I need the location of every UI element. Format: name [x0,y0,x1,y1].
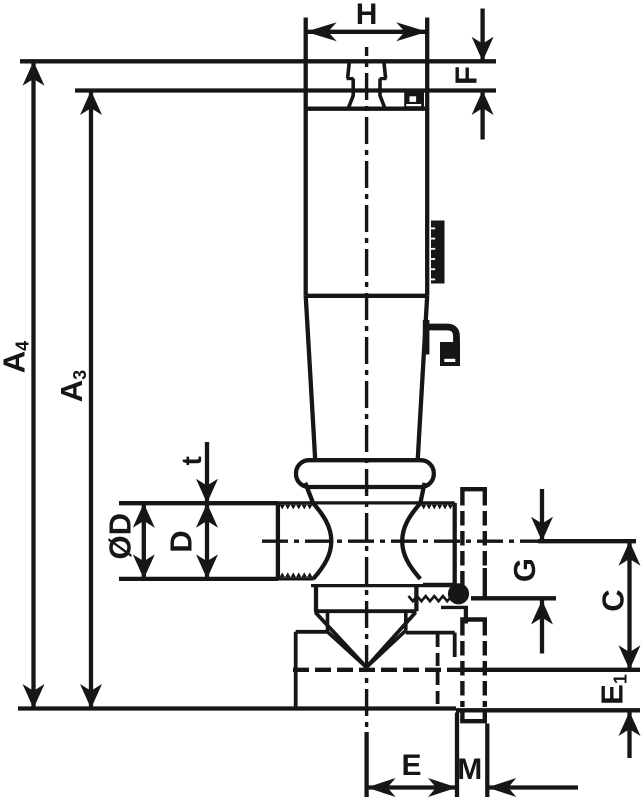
svg-text:M: M [457,753,482,786]
svg-text:E: E [401,749,421,782]
svg-text:C: C [595,589,630,611]
svg-text:H: H [356,0,378,31]
svg-text:G: G [507,558,542,582]
svg-text:ØD: ØD [102,513,137,560]
svg-text:D: D [164,530,199,552]
svg-text:t: t [176,456,207,465]
svg-text:F: F [449,66,484,85]
